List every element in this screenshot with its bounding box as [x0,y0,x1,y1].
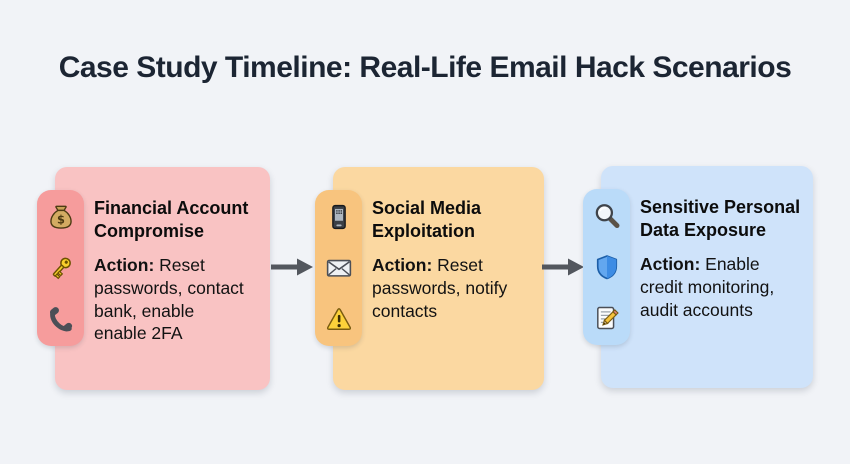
card-action-text: Reset passwords, notify contacts [372,255,508,321]
arrow-icon [271,258,313,276]
card-title: Financial Account Compromise [94,198,249,242]
card-action-text: Reset passwords, contact bank, enable en… [94,255,244,344]
card-action-label: Action: [372,255,433,276]
card-social-media-exploitation: Social Media Exploitation Action: Reset … [315,167,544,390]
card-sensitive-data-exposure: Sensitive Personal Data Exposure Action:… [583,166,813,388]
card-action-text: Enable credit monitoring, audit accounts [640,254,775,320]
key-icon [52,257,71,280]
memo-pencil-icon [596,306,619,330]
phone-receiver-icon [49,307,72,332]
envelope-icon [326,259,351,277]
financial-icon-strip: $ [37,190,84,346]
card-action: Action: Enable credit monitoring, audit … [640,253,807,321]
card-action-label: Action: [94,255,155,276]
card-title: Sensitive Personal Data Exposure [640,197,801,241]
svg-text:$: $ [57,212,65,226]
page-title: Case Study Timeline: Real-Life Email Hac… [58,51,792,85]
card-action: Action: Reset passwords, contact bank, e… [94,254,264,345]
mobile-phone-icon [331,204,346,230]
shield-icon [596,255,617,280]
data-icon-strip [583,189,630,345]
card-action: Action: Reset passwords, notify contacts [372,254,538,322]
card-title: Social Media Exploitation [372,198,482,242]
arrow-icon [542,258,584,276]
money-bag-icon: $ [49,205,72,229]
magnifier-icon [595,204,619,229]
warning-icon [326,307,351,330]
card-action-label: Action: [640,254,701,275]
social-icon-strip [315,190,362,346]
card-financial-compromise: $ Financial Account Compromise Action: R… [37,167,270,390]
